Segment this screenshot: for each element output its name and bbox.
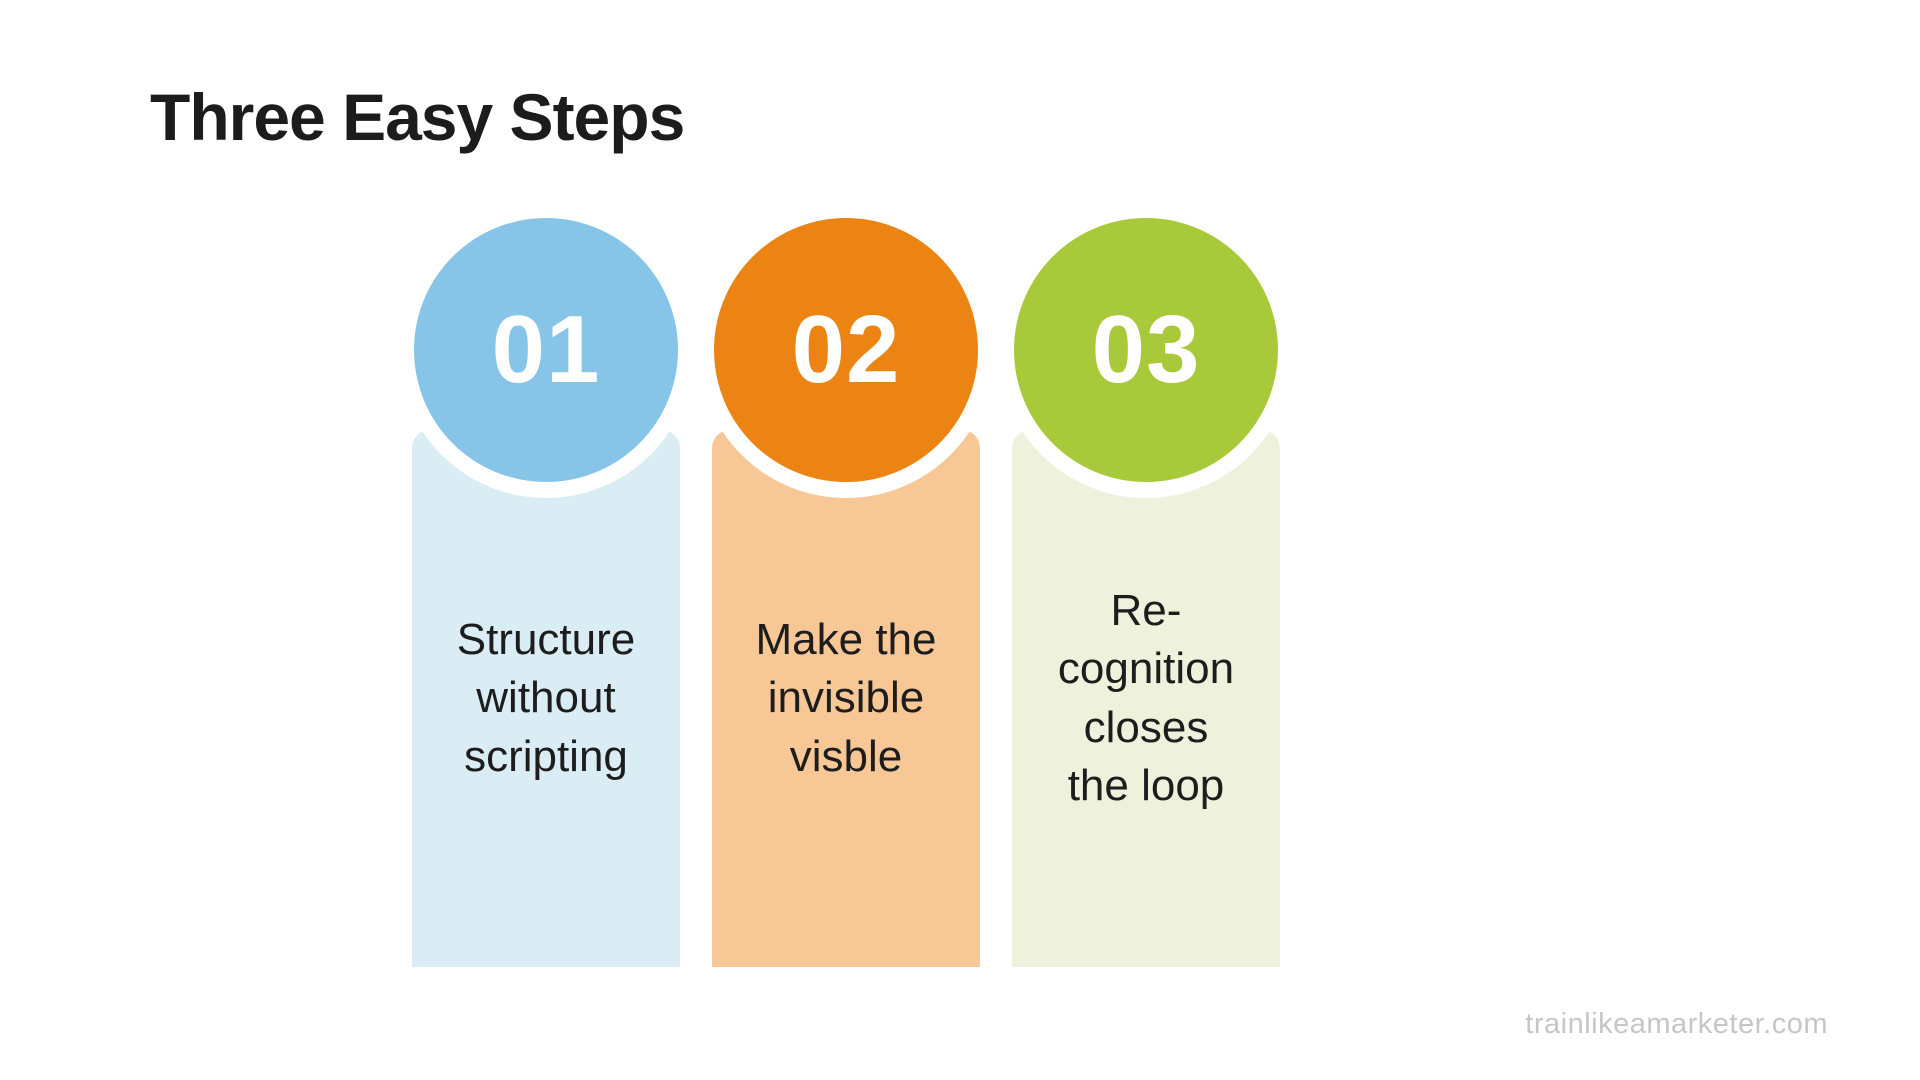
step-02-panel: Make the invisible visble [712,430,980,967]
step-02: Make the invisible visble 02 [698,202,994,967]
step-01-circle: 01 [398,202,694,498]
step-02-number: 02 [791,296,901,403]
step-03-panel: Re- cognition closes the loop [1012,430,1280,967]
step-02-circle: 02 [698,202,994,498]
website-credit: trainlikeamarketer.com [1525,1008,1828,1040]
step-02-label: Make the invisible visble [755,615,937,781]
step-03: Re- cognition closes the loop 03 [998,202,1294,967]
step-03-circle: 03 [998,202,1294,498]
step-03-label: Re- cognition closes the loop [1057,586,1235,810]
page-title: Three Easy Steps [150,80,685,154]
step-01: Structure without scripting 01 [398,202,694,967]
step-03-number: 03 [1091,296,1201,403]
step-01-label: Structure without scripting [456,615,636,781]
step-01-panel: Structure without scripting [412,430,680,967]
step-01-number: 01 [491,296,601,403]
